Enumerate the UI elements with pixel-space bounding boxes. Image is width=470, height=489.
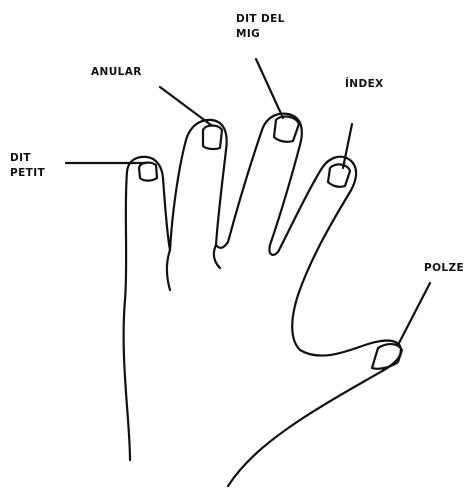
nail-anular bbox=[203, 126, 222, 150]
nail-index bbox=[328, 164, 350, 186]
label-dit-petit-line2: PETIT bbox=[10, 166, 45, 181]
label-polze: POLZE bbox=[424, 261, 464, 276]
label-dit-del-mig: DIT DEL MIG bbox=[236, 12, 285, 42]
nail-polze bbox=[372, 344, 402, 369]
label-dit-del-mig-line2: MIG bbox=[236, 27, 285, 42]
label-anular: ANULAR bbox=[91, 65, 142, 80]
pointer-anular bbox=[160, 87, 211, 125]
pointer-polze bbox=[398, 283, 430, 345]
label-index: ÍNDEX bbox=[345, 77, 384, 92]
finger-crease-1 bbox=[167, 250, 170, 290]
pointer-dit-del-mig bbox=[256, 59, 283, 118]
label-dit-petit: DIT PETIT bbox=[10, 151, 45, 181]
nail-dit-del-mig bbox=[274, 117, 299, 142]
hand-outline bbox=[124, 114, 401, 486]
nail-dit-petit bbox=[139, 163, 157, 181]
label-dit-petit-line1: DIT bbox=[10, 151, 45, 166]
label-dit-del-mig-line1: DIT DEL bbox=[236, 12, 285, 27]
